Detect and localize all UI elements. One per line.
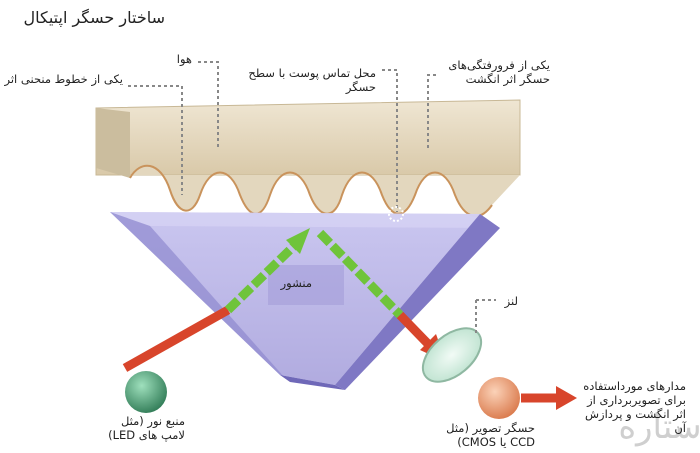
label-ridge-line: یکی از خطوط منحنی اثر انگشت	[0, 72, 123, 86]
prism	[110, 212, 500, 390]
watermark: ستاره	[618, 407, 700, 447]
incoming-light-arrow	[122, 306, 231, 372]
processing-arrowhead	[556, 386, 577, 410]
label-valley: یکی از فرورفتگی‌های حسگر اثر انگشت	[448, 58, 550, 86]
prism-light-path-in	[224, 241, 299, 314]
label-lens: لنز	[504, 294, 518, 308]
contact-point-marker	[388, 206, 404, 222]
reflected-light-arrow	[396, 311, 436, 352]
label-skin-contact: محل تماس پوست با سطح حسگر	[248, 66, 376, 94]
label-air: هوا	[176, 52, 192, 66]
led-light-source	[125, 371, 167, 413]
leader-lines	[128, 61, 496, 333]
label-prism: منشور	[280, 276, 312, 290]
label-light-source: منبع نور (مثل لامپ های LED)	[108, 414, 185, 442]
prism-light-path-out	[316, 229, 404, 319]
image-sensor	[478, 377, 520, 419]
finger-block	[95, 99, 521, 217]
lens	[421, 327, 483, 383]
label-image-sensor: حسگر تصویر (مثل CCD یا CMOS)	[446, 421, 535, 449]
prism-light-arrowhead	[286, 228, 310, 254]
label-processing: مدارهای مورداستفاده برای تصویربرداری از …	[583, 379, 686, 435]
diagram-title: ساختار حسگر اپتیکال	[23, 8, 166, 27]
